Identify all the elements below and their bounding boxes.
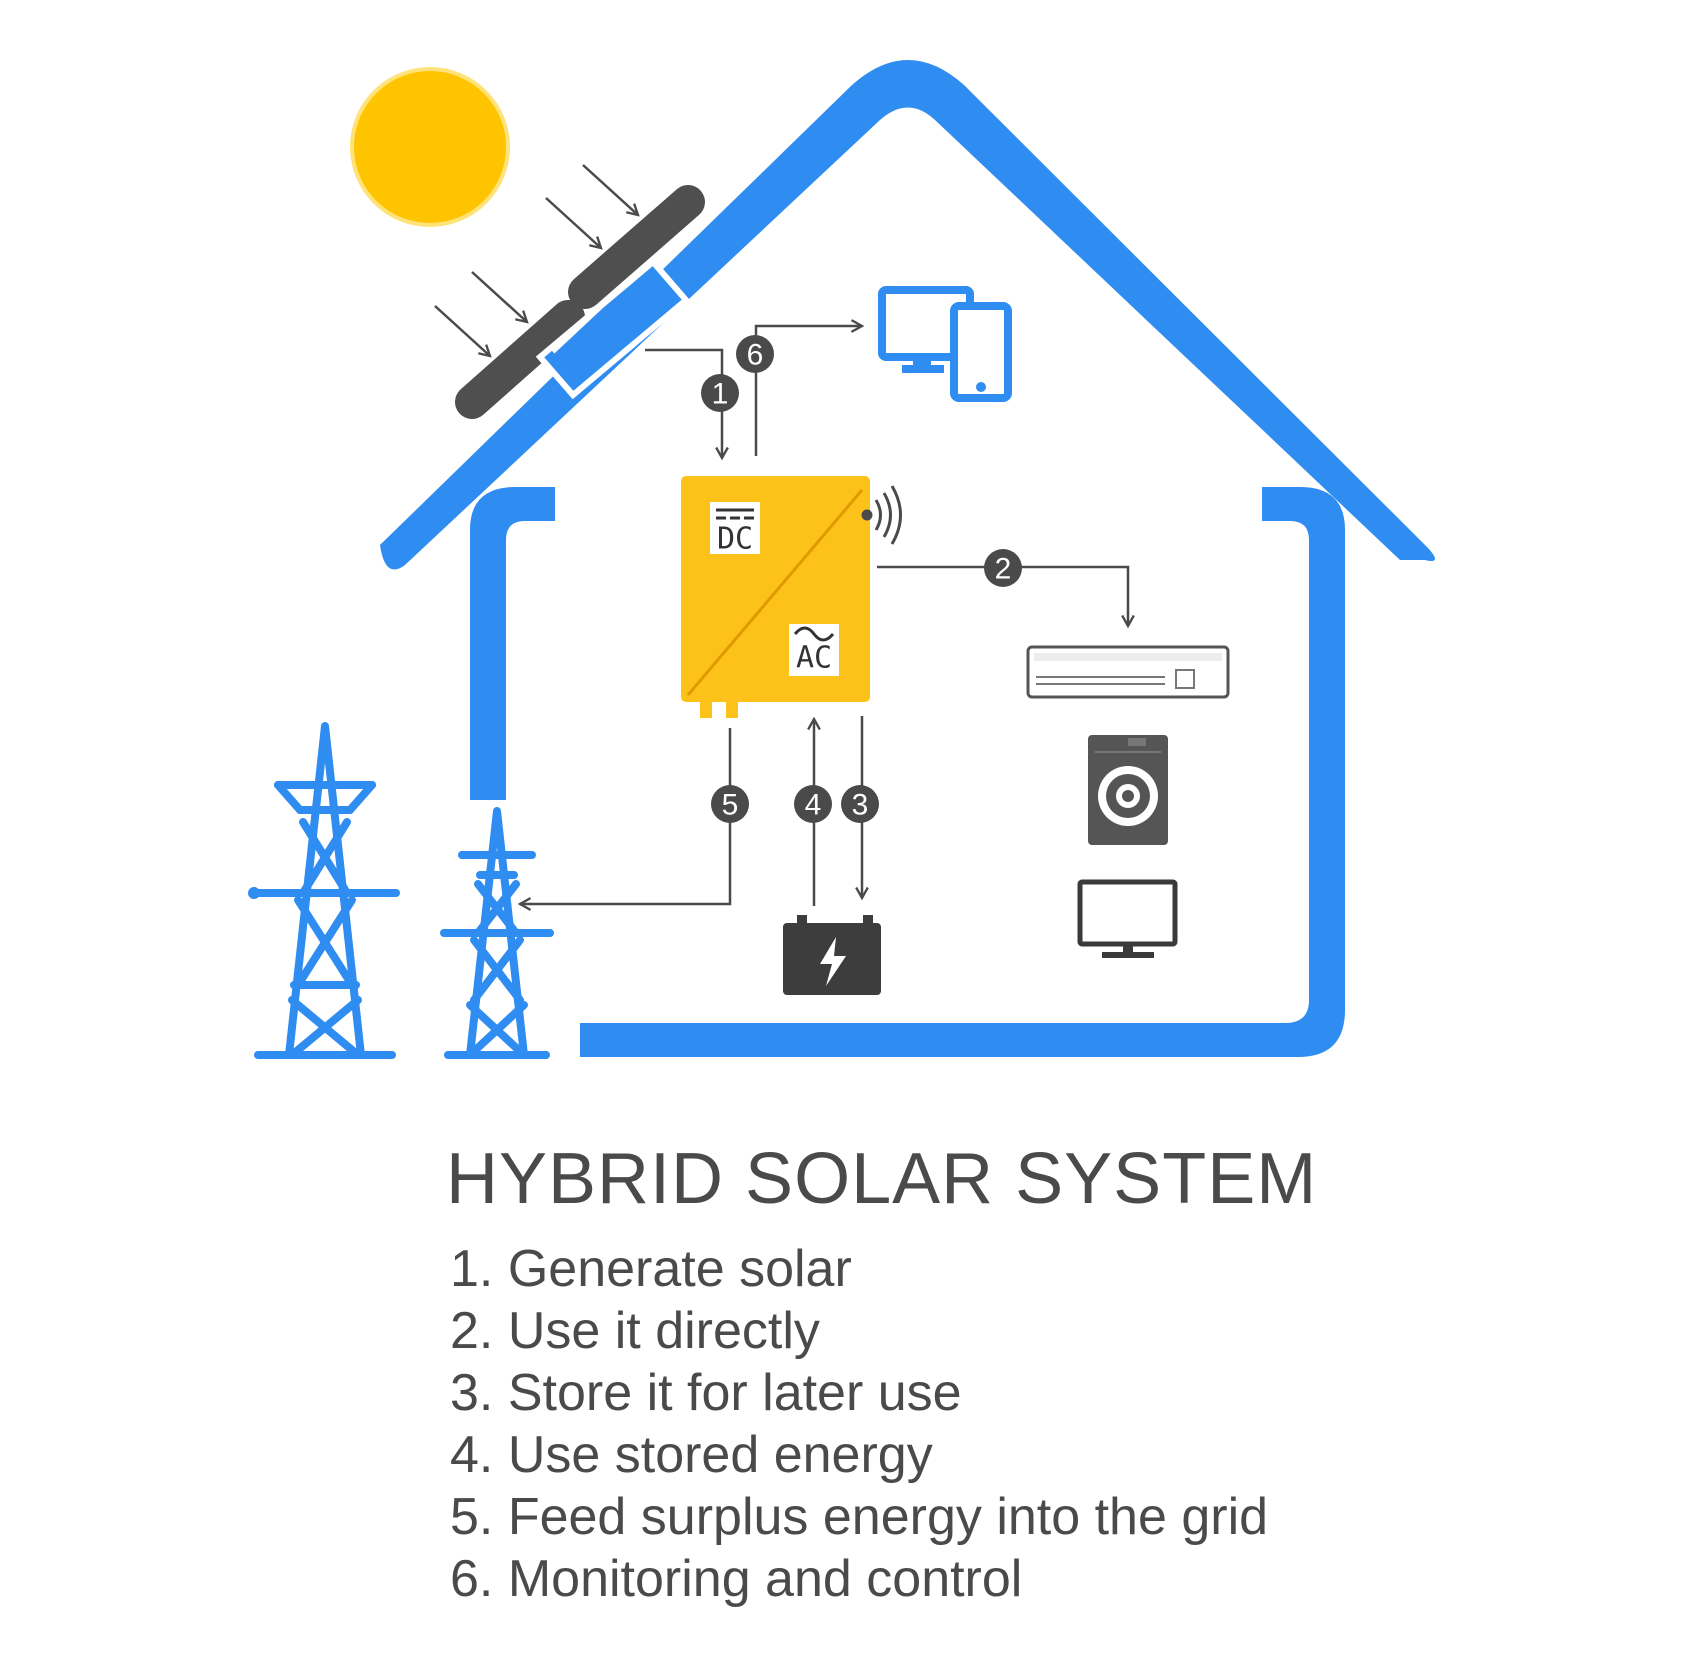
sun-icon xyxy=(350,67,510,227)
flow-line-5 xyxy=(520,728,732,904)
step-item: 4. Use stored energy xyxy=(450,1424,1268,1486)
step-text: Monitoring and control xyxy=(507,1550,1023,1608)
air-conditioner-icon xyxy=(1026,645,1230,699)
power-tower-icon xyxy=(440,807,554,1059)
inverter-icon: DC AC xyxy=(681,476,870,718)
step-number: 1. xyxy=(450,1240,494,1298)
sunlight-arrows xyxy=(434,164,638,356)
power-tower-icon xyxy=(248,722,400,1059)
step-text: Store it for later use xyxy=(507,1364,962,1422)
flow-line-1 xyxy=(645,348,722,458)
flow-marker-4: 4 xyxy=(794,785,832,823)
svg-text:5: 5 xyxy=(722,789,739,822)
tv-icon xyxy=(1077,879,1178,958)
flow-line-2 xyxy=(877,565,1128,626)
battery-icon xyxy=(783,915,881,995)
wifi-signal-icon xyxy=(861,485,902,545)
diagram-title: HYBRID SOLAR SYSTEM xyxy=(446,1139,1318,1219)
step-text: Use it directly xyxy=(507,1302,820,1360)
step-item: 2. Use it directly xyxy=(450,1300,1268,1362)
step-item: 3. Store it for later use xyxy=(450,1362,1268,1424)
step-item: 1. Generate solar xyxy=(450,1238,1268,1300)
step-number: 6. xyxy=(450,1550,494,1608)
solar-panel-icon xyxy=(455,185,705,419)
svg-text:1: 1 xyxy=(712,378,729,411)
step-number: 5. xyxy=(450,1488,494,1546)
step-item: 5. Feed surplus energy into the grid xyxy=(450,1486,1268,1548)
flow-marker-1: 1 xyxy=(701,374,739,412)
step-text: Use stored energy xyxy=(507,1426,933,1484)
flow-marker-5: 5 xyxy=(711,785,749,823)
svg-text:2: 2 xyxy=(995,553,1012,586)
steps-list: 1. Generate solar 2. Use it directly 3. … xyxy=(450,1238,1268,1610)
step-text: Generate solar xyxy=(507,1240,852,1298)
step-number: 4. xyxy=(450,1426,494,1484)
svg-text:4: 4 xyxy=(805,789,822,822)
svg-text:3: 3 xyxy=(852,789,869,822)
flow-marker-6: 6 xyxy=(736,335,774,373)
flow-marker-2: 2 xyxy=(984,549,1022,587)
ac-label: AC xyxy=(796,641,832,676)
flow-line-6 xyxy=(754,326,862,456)
step-item: 6. Monitoring and control xyxy=(450,1548,1268,1610)
step-number: 3. xyxy=(450,1364,494,1422)
step-number: 2. xyxy=(450,1302,494,1360)
step-text: Feed surplus energy into the grid xyxy=(507,1488,1269,1546)
house-outline xyxy=(380,60,1435,1057)
dc-label: DC xyxy=(717,522,753,557)
flow-marker-3: 3 xyxy=(841,785,879,823)
smartphone-icon xyxy=(950,302,1012,402)
washing-machine-icon xyxy=(1088,735,1168,845)
svg-text:6: 6 xyxy=(747,339,764,372)
